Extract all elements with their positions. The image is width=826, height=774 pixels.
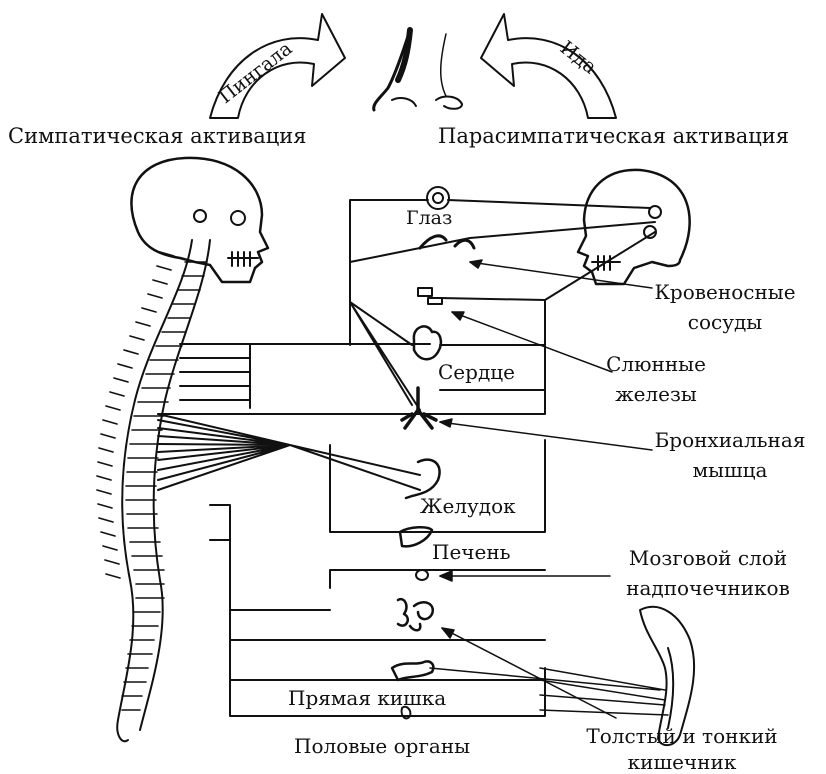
rectum-icon — [392, 661, 433, 680]
sympathetic-label: Симпатическая активация — [8, 124, 307, 148]
adrenal-medulla-label: Мозговой слой надпочечников — [608, 546, 808, 600]
bronchial-muscle-label-line2: мышца — [642, 458, 818, 482]
intestine-label-line2: кишечник — [582, 750, 782, 774]
eye-label: Глаз — [406, 206, 452, 230]
adrenal-medulla-label-line2: надпочечников — [608, 576, 808, 600]
spinal-column-icon — [97, 240, 210, 741]
genitals-label: Половые органы — [294, 734, 470, 758]
liver-label: Печень — [432, 540, 511, 564]
blood-vessels-label-line1: Кровеносные — [650, 280, 800, 304]
stomach-label: Желудок — [420, 494, 516, 518]
left-skull-icon — [131, 158, 268, 282]
blood-vessels-label-line2: сосуды — [650, 310, 800, 334]
heart-label: Сердце — [438, 360, 515, 384]
bronchial-muscle-label-line1: Бронхиальная — [642, 428, 818, 452]
parasympathetic-label: Парасимпатическая активация — [438, 124, 789, 148]
salivary-glands-icon — [418, 288, 442, 304]
stomach-icon — [406, 460, 440, 498]
intestine-label-line1: Толстый и тонкий — [582, 724, 782, 748]
salivary-glands-label-line1: Слюнные — [596, 352, 716, 376]
adrenal-icon — [416, 570, 428, 580]
rectum-label: Прямая кишка — [288, 686, 446, 710]
nose-icon — [374, 30, 462, 110]
heart-icon — [414, 326, 441, 359]
intestine-icon — [398, 599, 433, 630]
blood-vessels-label: Кровеносные сосуды — [650, 280, 800, 334]
salivary-glands-label-line2: железы — [596, 382, 716, 406]
bronchi-icon — [402, 388, 436, 428]
salivary-glands-label: Слюнные железы — [596, 352, 716, 406]
intestine-label: Толстый и тонкий кишечник — [582, 724, 782, 774]
liver-icon — [400, 527, 432, 546]
adrenal-medulla-label-line1: Мозговой слой — [608, 546, 808, 570]
bronchial-muscle-label: Бронхиальная мышца — [642, 428, 818, 482]
